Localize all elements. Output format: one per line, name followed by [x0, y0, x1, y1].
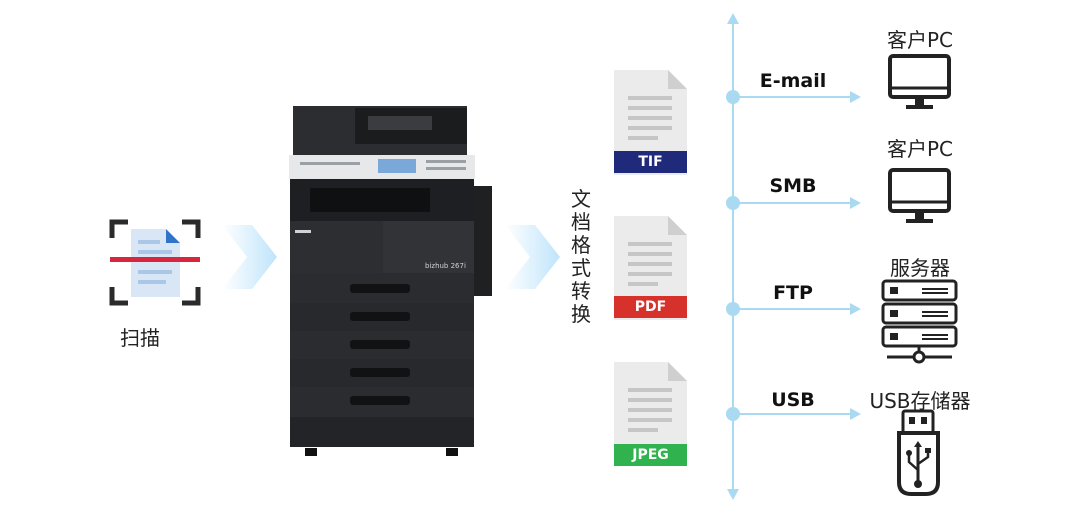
format-badge-tif: TIF [614, 151, 687, 173]
usb-drive-icon [897, 409, 940, 496]
format-badge-pdf: PDF [614, 296, 687, 318]
printer-model-label: bizhub 267i [425, 262, 466, 270]
protocol-label-usb: USB [771, 389, 815, 411]
protocol-label-ftp: FTP [773, 282, 813, 304]
scan-document-icon [109, 219, 201, 306]
document-icon [614, 70, 687, 175]
arrow-chevron-icon [505, 225, 560, 289]
monitor-icon [888, 54, 951, 109]
branch-arrow [726, 196, 861, 210]
destination-label-server: 服务器 [890, 256, 950, 280]
destination-label-pc-2: 客户PC [886, 137, 954, 161]
conversion-label: 文档格式转换 [571, 187, 591, 326]
branch-arrow [726, 302, 861, 316]
distribution-line [727, 13, 739, 500]
format-badge-jpeg: JPEG [614, 444, 687, 466]
printer-image [289, 106, 492, 456]
server-icon [881, 279, 958, 364]
destination-label-pc-1: 客户PC [886, 28, 954, 52]
monitor-icon [888, 168, 951, 223]
document-icon [614, 216, 687, 320]
destination-label-usb: USB存储器 [869, 389, 971, 413]
arrow-chevron-icon [222, 225, 277, 289]
protocol-label-email: E-mail [759, 70, 827, 92]
scan-label: 扫描 [120, 326, 160, 350]
protocol-label-smb: SMB [769, 175, 817, 197]
branch-arrow [726, 90, 861, 104]
document-icon [614, 362, 687, 466]
branch-arrow [726, 407, 861, 421]
